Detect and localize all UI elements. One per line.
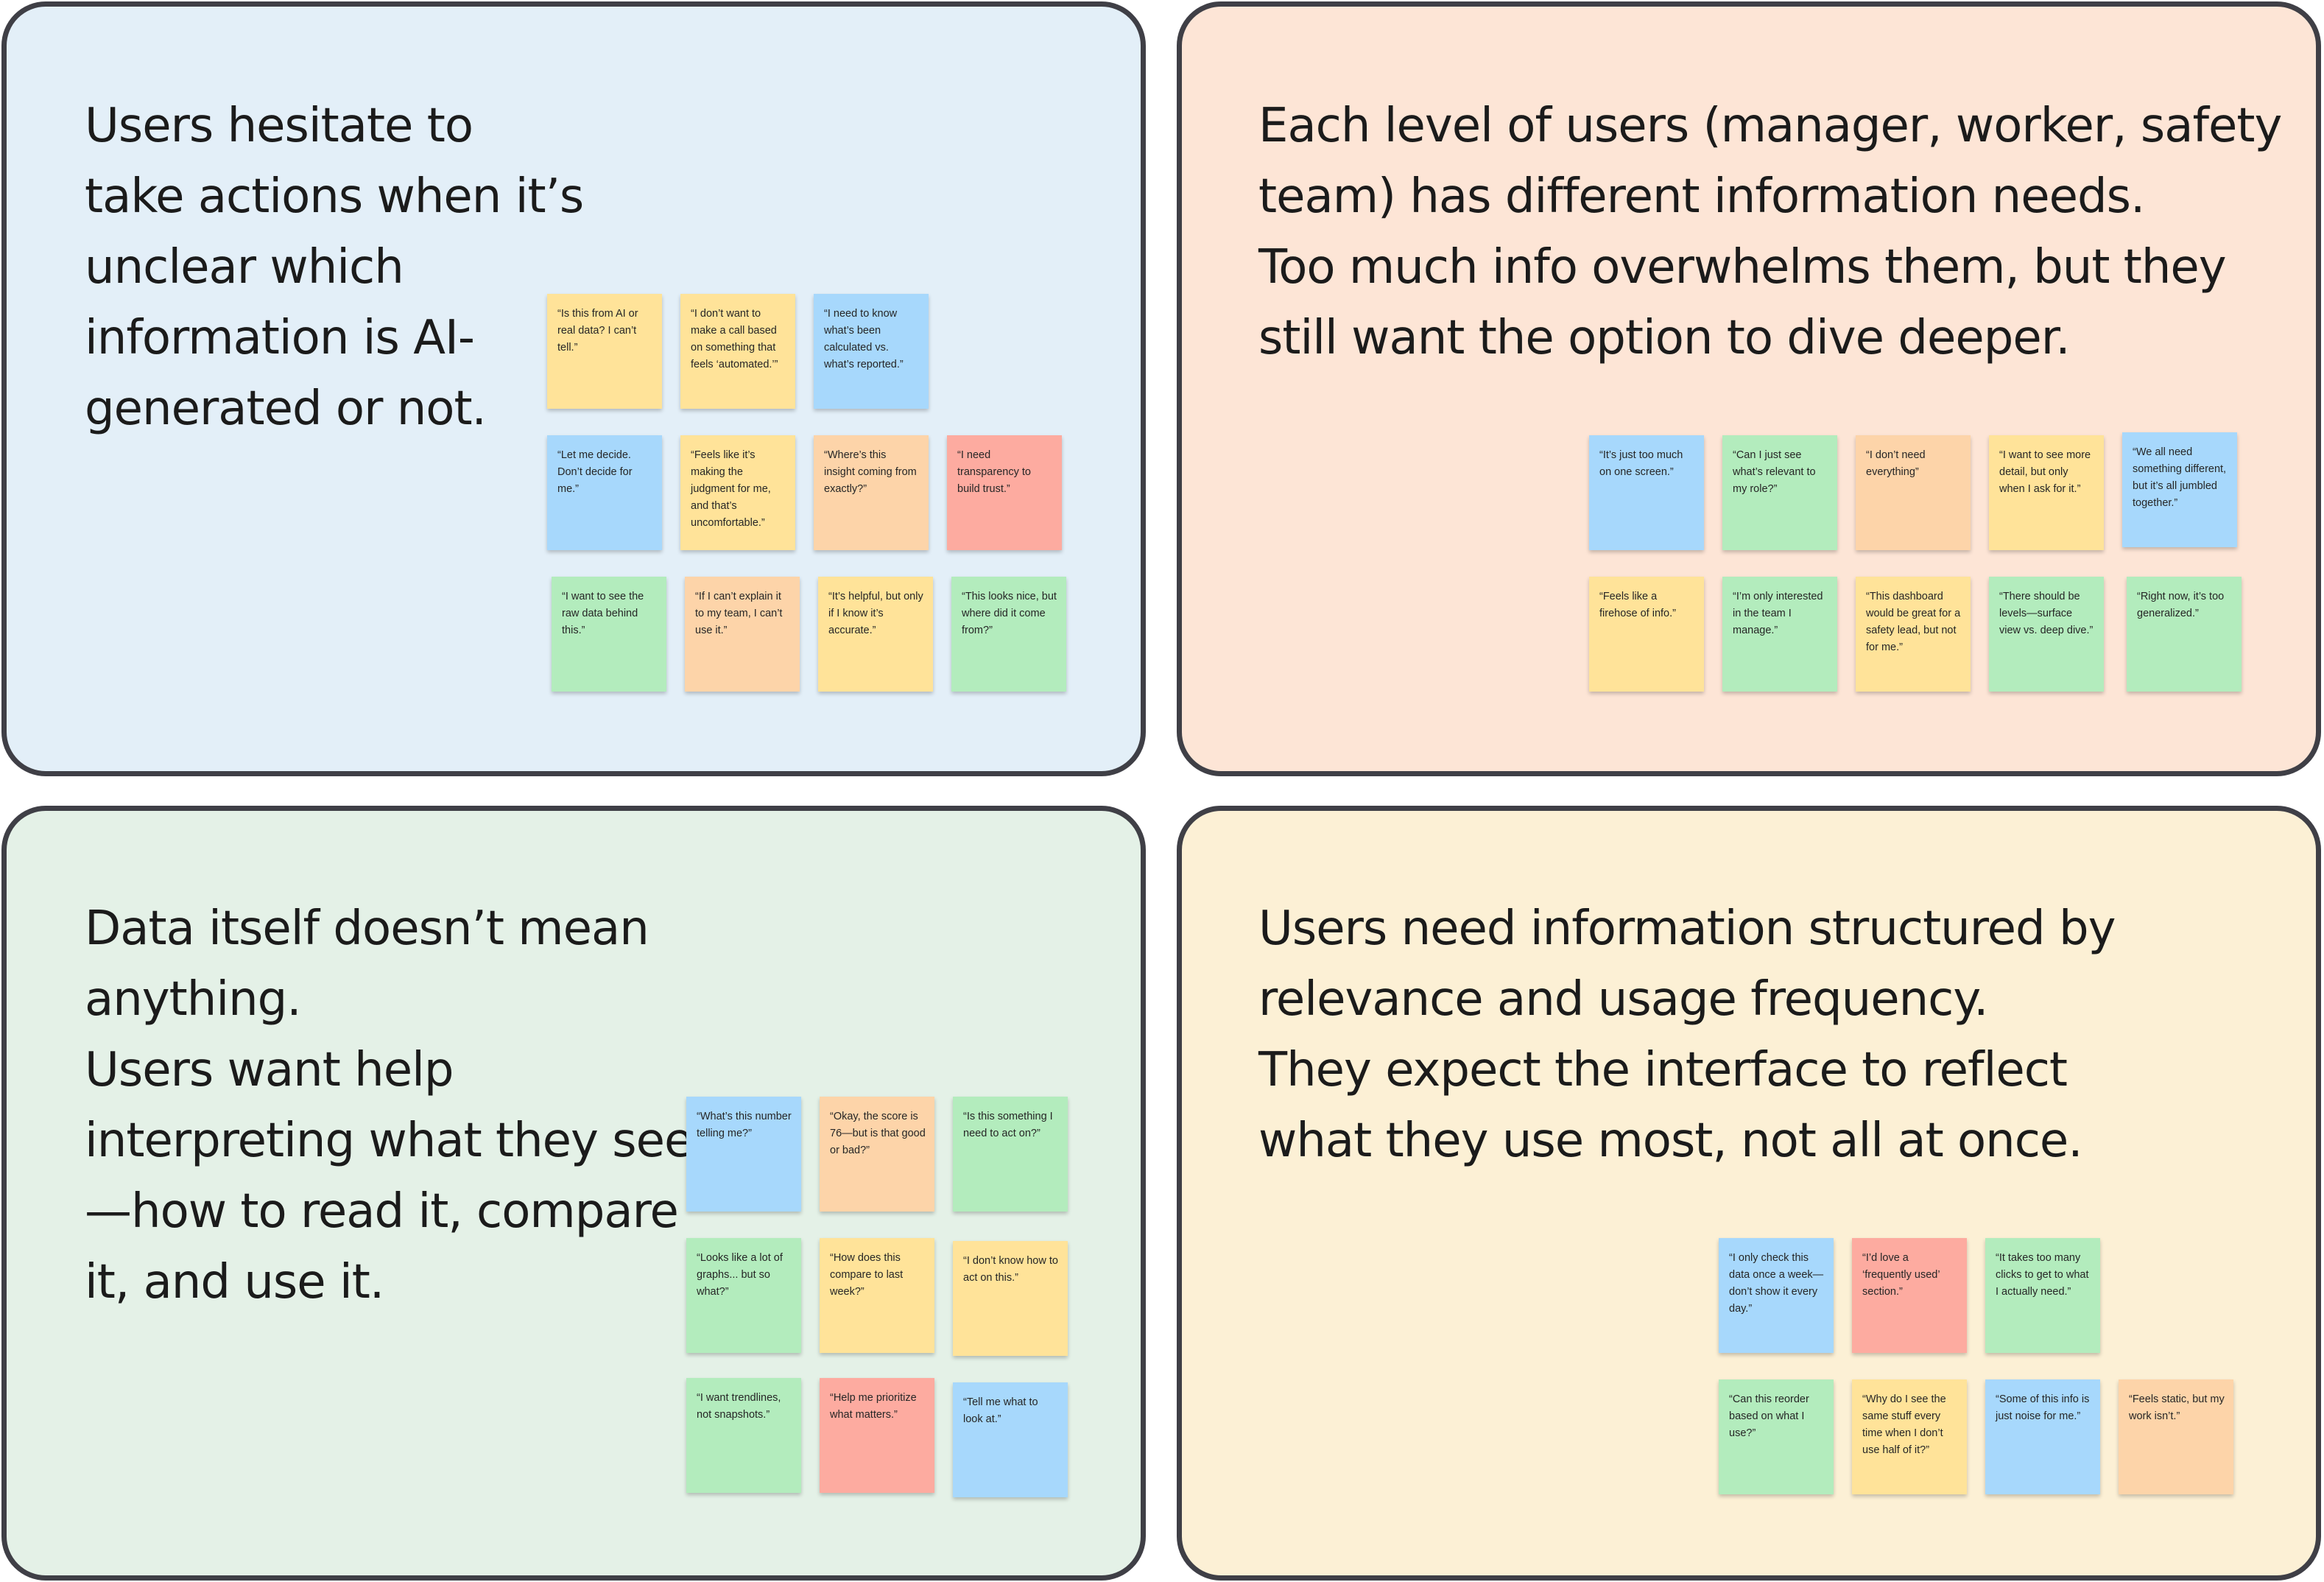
- sticky-note[interactable]: “If I can’t explain it to my team, I can…: [685, 577, 800, 692]
- panel-headline: Data itself doesn’t mean anything. Users…: [85, 901, 693, 1309]
- sticky-note[interactable]: “This dashboard would be great for a saf…: [1856, 577, 1971, 692]
- insight-panel-user-levels: Each level of users (manager, worker, sa…: [1177, 1, 2321, 776]
- panel-headline: Users need information structured by rel…: [1258, 901, 2116, 1168]
- insight-panel-data-interpretation: Data itself doesn’t mean anything. Users…: [1, 806, 1146, 1581]
- sticky-note[interactable]: “I want trendlines, not snapshots.”: [686, 1378, 801, 1493]
- sticky-note[interactable]: “Tell me what to look at.”: [953, 1382, 1068, 1497]
- sticky-note[interactable]: “I want to see more detail, but only whe…: [1989, 435, 2104, 550]
- sticky-note[interactable]: “I’m only interested in the team I manag…: [1722, 577, 1837, 692]
- sticky-note[interactable]: “I’d love a ‘frequently used’ section.”: [1852, 1238, 1967, 1353]
- panel-headline: Each level of users (manager, worker, sa…: [1258, 99, 2282, 365]
- sticky-note[interactable]: “Can this reorder based on what I use?”: [1719, 1379, 1834, 1494]
- panel-headline: Users hesitate to take actions when it’s…: [85, 99, 584, 436]
- sticky-note[interactable]: “I don’t want to make a call based on so…: [680, 294, 795, 409]
- sticky-note[interactable]: “I only check this data once a week—don’…: [1719, 1238, 1834, 1353]
- sticky-note[interactable]: “There should be levels—surface view vs.…: [1989, 577, 2104, 692]
- sticky-note[interactable]: “Is this from AI or real data? I can’t t…: [547, 294, 662, 409]
- sticky-note[interactable]: “Some of this info is just noise for me.…: [1985, 1379, 2100, 1494]
- sticky-note[interactable]: “I want to see the raw data behind this.…: [552, 577, 666, 692]
- sticky-note[interactable]: “How does this compare to last week?”: [820, 1238, 934, 1353]
- sticky-note[interactable]: “It’s helpful, but only if I know it’s a…: [818, 577, 933, 692]
- sticky-note[interactable]: “I don’t know how to act on this.”: [953, 1241, 1068, 1356]
- sticky-note[interactable]: “I need to know what’s been calculated v…: [814, 294, 929, 409]
- sticky-note[interactable]: “Why do I see the same stuff every time …: [1852, 1379, 1967, 1494]
- sticky-note[interactable]: “Help me prioritize what matters.”: [820, 1378, 934, 1493]
- sticky-note[interactable]: “This looks nice, but where did it come …: [951, 577, 1066, 692]
- sticky-note[interactable]: “It takes too many clicks to get to what…: [1985, 1238, 2100, 1353]
- sticky-note[interactable]: “I need transparency to build trust.”: [947, 435, 1062, 550]
- insight-panel-usage-frequency: Users need information structured by rel…: [1177, 806, 2321, 1581]
- sticky-note[interactable]: “We all need something different, but it…: [2122, 432, 2237, 547]
- sticky-note[interactable]: “Where’s this insight coming from exactl…: [814, 435, 929, 550]
- sticky-note[interactable]: “Feels static, but my work isn’t.”: [2119, 1379, 2233, 1494]
- sticky-note[interactable]: “Feels like it’s making the judgment for…: [680, 435, 795, 550]
- sticky-note[interactable]: “Let me decide. Don’t decide for me.”: [547, 435, 662, 550]
- sticky-note[interactable]: “Is this something I need to act on?”: [953, 1097, 1068, 1212]
- insight-panel-ai-transparency: Users hesitate to take actions when it’s…: [1, 1, 1146, 776]
- sticky-note[interactable]: “Can I just see what’s relevant to my ro…: [1722, 435, 1837, 550]
- sticky-note[interactable]: “It’s just too much on one screen.”: [1589, 435, 1704, 550]
- sticky-note[interactable]: “What’s this number telling me?”: [686, 1097, 801, 1212]
- sticky-note[interactable]: “Right now, it’s too generalized.”: [2127, 577, 2242, 692]
- sticky-note[interactable]: “Looks like a lot of graphs... but so wh…: [686, 1238, 801, 1353]
- sticky-note[interactable]: “I don’t need everything”: [1856, 435, 1971, 550]
- sticky-note[interactable]: “Okay, the score is 76—but is that good …: [820, 1097, 934, 1212]
- sticky-note[interactable]: “Feels like a firehose of info.”: [1589, 577, 1704, 692]
